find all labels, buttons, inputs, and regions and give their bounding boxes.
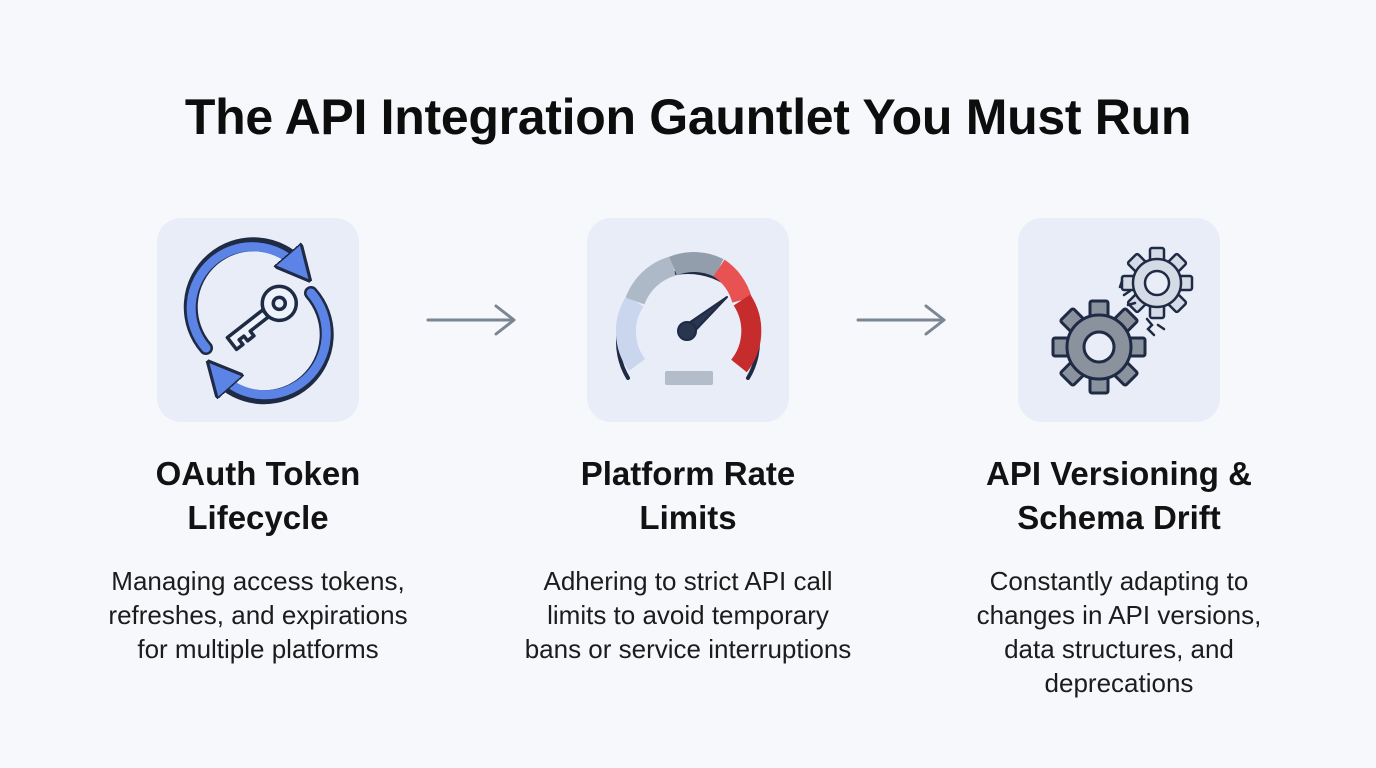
step-description: Adhering to strict API call limits to av… <box>524 566 852 664</box>
key-refresh-icon <box>183 237 334 405</box>
arrow-right-icon <box>426 304 516 336</box>
arrow-right-icon <box>856 304 946 336</box>
step-oauth-token-lifecycle: OAuth Token Lifecycle Managing access to… <box>48 218 468 666</box>
icon-tile <box>157 218 359 422</box>
speedometer-icon <box>615 252 762 385</box>
step-title: API Versioning & Schema Drift <box>986 455 1252 536</box>
step-title: OAuth Token Lifecycle <box>155 455 361 536</box>
step-title: Platform Rate Limits <box>580 455 796 536</box>
step-api-versioning-schema-drift: API Versioning & Schema Drift Constantly… <box>909 218 1329 700</box>
step-description: Constantly adapting to changes in API ve… <box>976 566 1262 698</box>
step-description: Managing access tokens, refreshes, and e… <box>108 566 408 664</box>
icon-tile <box>587 218 789 422</box>
icon-tile <box>1018 218 1220 422</box>
broken-gears-icon <box>1051 246 1194 395</box>
step-platform-rate-limits: Platform Rate Limits Adhering to strict … <box>478 218 898 666</box>
page-title: The API Integration Gauntlet You Must Ru… <box>184 89 1192 145</box>
